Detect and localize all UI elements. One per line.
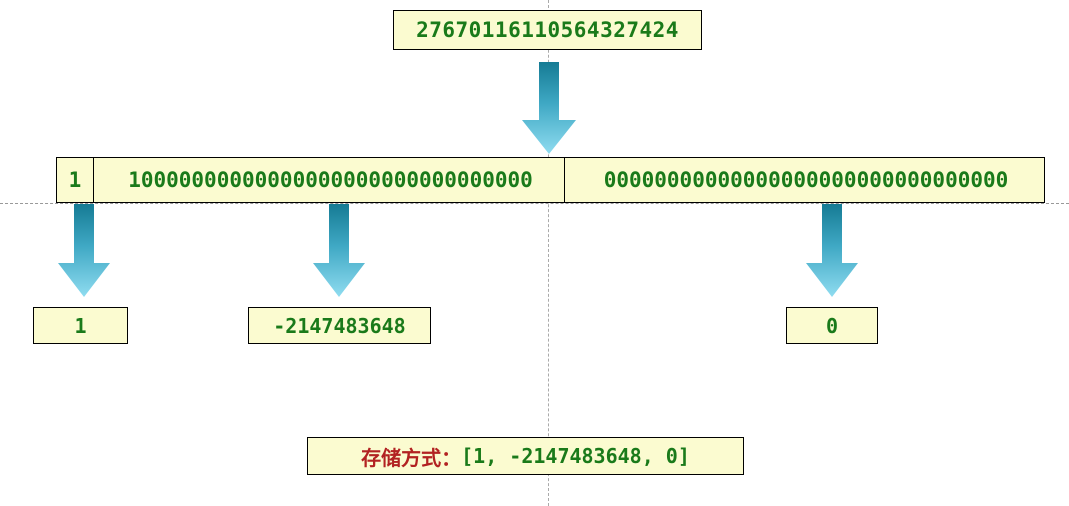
horizontal-guide-line: [0, 203, 1069, 204]
bit-cell-low: 00000000000000000000000000000000: [564, 157, 1045, 203]
decoded-low-text: 0: [825, 313, 839, 338]
decoded-sign-box: 1: [33, 307, 128, 344]
bit-cell-high-text: 10000000000000000000000000000000: [128, 168, 533, 192]
bit-cell-sign: 1: [56, 157, 93, 203]
down-arrow-icon: [522, 62, 576, 154]
source-value-box: 27670116110564327424: [393, 10, 702, 50]
bit-cell-high: 10000000000000000000000000000000: [93, 157, 564, 203]
bit-cell-sign-text: 1: [68, 168, 82, 192]
decoded-high-box: -2147483648: [248, 307, 431, 344]
storage-summary-label: 存储方式：: [361, 445, 462, 470]
decoded-low-box: 0: [786, 307, 878, 344]
down-arrow-icon: [313, 204, 365, 297]
decoded-sign-text: 1: [74, 313, 87, 338]
bit-cell-low-text: 00000000000000000000000000000000: [603, 168, 1009, 192]
storage-summary-box: 存储方式： [1, -2147483648, 0]: [307, 437, 744, 475]
storage-summary-value: [1, -2147483648, 0]: [461, 444, 690, 468]
down-arrow-icon: [806, 204, 858, 297]
decoded-high-text: -2147483648: [273, 313, 406, 338]
source-value-text: 27670116110564327424: [416, 18, 679, 42]
down-arrow-icon: [58, 204, 110, 297]
vertical-guide-line: [548, 0, 549, 506]
bit-row: 1 10000000000000000000000000000000 00000…: [56, 157, 1045, 203]
